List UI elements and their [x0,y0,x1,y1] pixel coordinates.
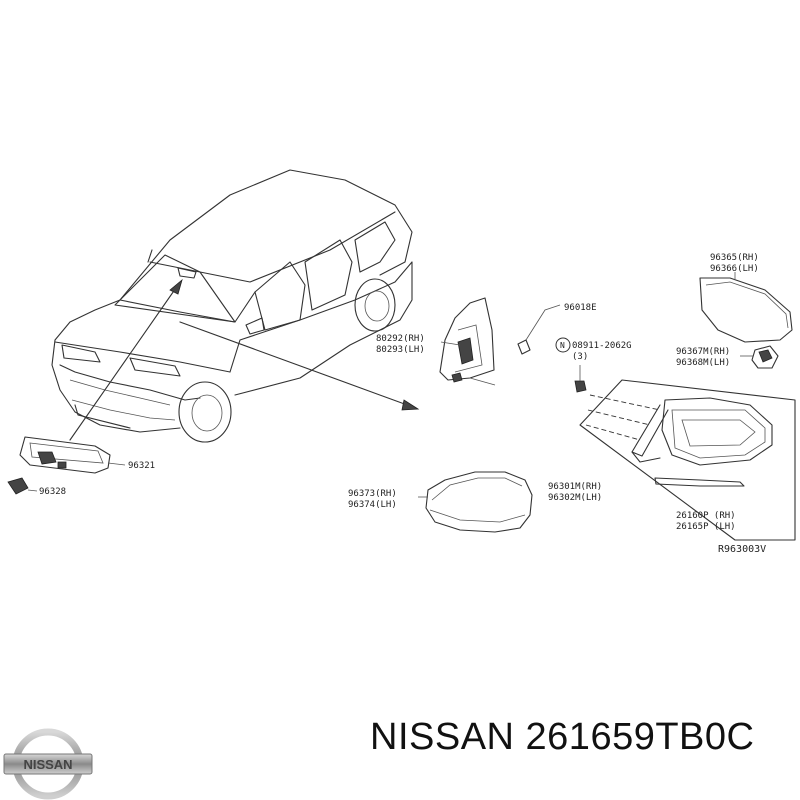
callout-mirror-cover-rh: 96365(RH) [710,253,759,263]
door-mirror-assembly-part [579,379,796,541]
bracket-part [439,297,496,386]
mirror-cover-part [699,272,793,343]
clip-part [517,304,561,355]
callout-turn-lamp-rh: 26160P (RH) [676,511,736,521]
inner-mirror-part [19,436,126,474]
actuator-part [740,345,779,369]
callout-bracket-rh: 80292(RH) [376,334,425,344]
car-illustration [51,169,413,443]
callout-mirror-cover-lh: 96366(LH) [710,264,759,274]
nut-part [555,337,587,393]
callout-mirror-assy-lh: 96302M(LH) [548,493,602,503]
callout-cap-rh: 96373(RH) [348,489,397,499]
callout-nut: 08911-2062G [572,341,632,351]
pointer-arrows [69,278,420,441]
inner-mirror-sensor-part [7,477,38,495]
callout-turn-lamp-lh: 26165P (LH) [676,522,736,532]
callout-nut-symbol: N [560,341,565,350]
callout-nut-qty: (3) [572,352,588,362]
callout-inner-mirror-sensor: 96328 [39,487,66,497]
callout-inner-mirror: 96321 [128,461,155,471]
nissan-logo-icon: NISSAN [3,728,93,800]
callout-actuator-rh: 96367M(RH) [676,347,730,357]
callout-actuator-lh: 96368M(LH) [676,358,730,368]
callout-clip: 96018E [564,303,597,313]
mirror-cap-part [418,471,533,533]
callout-bracket-lh: 80293(LH) [376,345,425,355]
drawing-code: R963003V [718,544,766,555]
logo-text: NISSAN [23,757,72,772]
part-label: NISSAN 261659TB0C [370,716,755,758]
callout-cap-lh: 96374(LH) [348,500,397,510]
callout-mirror-assy-rh: 96301M(RH) [548,482,602,492]
